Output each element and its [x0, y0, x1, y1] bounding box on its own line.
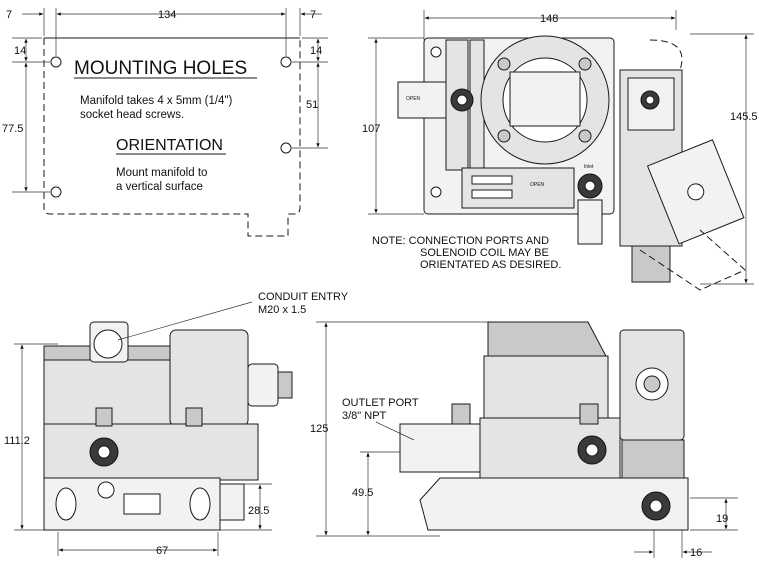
mounting-holes-title: MOUNTING HOLES	[74, 58, 247, 79]
mounting-text-line1: Manifold takes 4 x 5mm (1/4")	[80, 95, 233, 107]
conduit-callout-line2: M20 x 1.5	[258, 304, 306, 316]
front-coil-alt	[646, 139, 745, 245]
note-line1: NOTE: CONNECTION PORTS AND	[372, 235, 549, 247]
front-view: 148 107 145.5 OPEN OPEN	[362, 10, 758, 291]
svg-text:OPEN: OPEN	[530, 182, 545, 188]
side-right-outlet-pipe	[399, 423, 483, 473]
inlet-label: Inlet	[584, 164, 594, 170]
orientation-text-line1: Mount manifold to	[116, 167, 207, 179]
mounting-hole-bottom-left	[50, 186, 62, 198]
mounting-hole-top-right	[280, 56, 292, 68]
dim-top-134: 134	[158, 9, 176, 21]
conduit-callout-leader	[117, 301, 253, 341]
conduit-callout-line1: CONDUIT ENTRY	[258, 291, 349, 303]
dim-right-145-5: 145.5	[730, 111, 758, 123]
orientation-text-line2: a vertical surface	[116, 181, 203, 193]
mounting-plate-outline	[43, 38, 301, 237]
dim-left-77-5: 77.5	[2, 123, 23, 135]
side-right-solenoid-base	[621, 439, 685, 479]
dim-bottom-67: 67	[156, 545, 168, 557]
front-lower-block	[461, 167, 575, 209]
side-view-right: 125 49.5 19 16 OUTLET PORT 3/8" NPT	[310, 321, 738, 559]
dim-top-7-left: 7	[6, 9, 12, 21]
front-coil-dashed-alt	[639, 229, 746, 291]
dim-left-107: 107	[362, 123, 380, 135]
outlet-callout-leader	[375, 421, 415, 441]
dim-left-14: 14	[14, 45, 26, 57]
mounting-hole-top-left	[50, 56, 62, 68]
dim-bottom-28-5: 28.5	[248, 505, 269, 517]
note-line3: ORIENTATED AS DESIRED.	[420, 259, 561, 271]
svg-text:OPEN: OPEN	[406, 96, 421, 102]
outlet-callout-line2: 3/8" NPT	[342, 410, 387, 422]
side-right-top-wedge	[487, 321, 609, 361]
dim-right-14: 14	[310, 45, 322, 57]
dim-right-51: 51	[306, 99, 318, 111]
mounting-holes-view: 7 134 7 14 77.5 14 51 MOUNTING HOLES Man…	[2, 8, 328, 237]
dim-bottom-16: 16	[690, 547, 702, 559]
dim-top-148: 148	[540, 13, 558, 25]
mounting-text-line2: socket head screws.	[80, 109, 184, 121]
side-left-coil-cap	[247, 363, 279, 407]
conduit-entry-hole	[93, 329, 123, 359]
dim-left-111-2: 111.2	[4, 435, 30, 447]
side-left-valve-body	[43, 423, 259, 481]
note-line2: SOLENOID COIL MAY BE	[420, 247, 549, 259]
dim-left-125: 125	[310, 423, 328, 435]
side-view-left: 111.2 28.5 67 CONDUIT ENTRY M20 x 1.5	[4, 291, 349, 557]
side-right-manifold-base	[419, 477, 689, 531]
dim-left-49-5: 49.5	[352, 487, 373, 499]
dim-top-7-right: 7	[310, 9, 316, 21]
outlet-callout-line1: OUTLET PORT	[342, 397, 419, 409]
orientation-title: ORIENTATION	[116, 137, 223, 154]
mounting-hole-mid-right	[280, 142, 292, 154]
front-outlet-fitting	[397, 81, 447, 119]
front-actuator-stem	[509, 71, 581, 127]
front-solenoid-base	[631, 245, 671, 283]
side-left-solenoid	[169, 329, 249, 427]
dim-right-19: 19	[716, 513, 728, 525]
